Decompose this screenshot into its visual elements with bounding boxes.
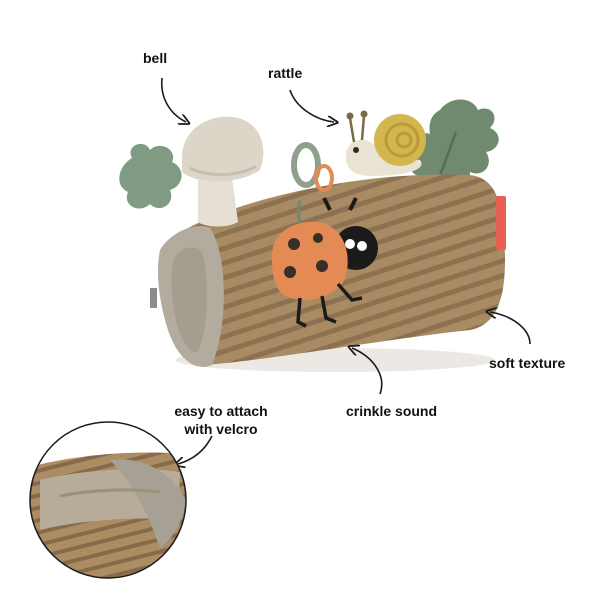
velcro-arrow-icon — [178, 435, 213, 464]
ladybug-toy — [271, 197, 378, 328]
velcro-label: easy to attach with velcro — [165, 402, 277, 438]
crinkle-sound-label: crinkle sound — [346, 403, 438, 419]
snail-rattle-toy — [345, 110, 426, 176]
green-flower-toy — [119, 143, 182, 209]
mushroom-bell-toy — [182, 116, 264, 227]
crinkle-sound-arrow-icon — [352, 348, 383, 395]
rattle-arrow-icon — [289, 89, 334, 122]
soft-texture-label: soft texture — [489, 355, 566, 371]
rattle-label: rattle — [268, 65, 303, 81]
velcro-label-line1: easy to attach — [174, 403, 268, 419]
bell-label: bell — [143, 50, 168, 66]
velcro-label-line2: with velcro — [184, 421, 258, 437]
velcro-detail-zoom — [29, 421, 187, 579]
bell-arrow-icon — [161, 77, 186, 122]
annotation-arrows — [161, 77, 531, 464]
soft-texture-arrow-icon — [490, 312, 531, 345]
